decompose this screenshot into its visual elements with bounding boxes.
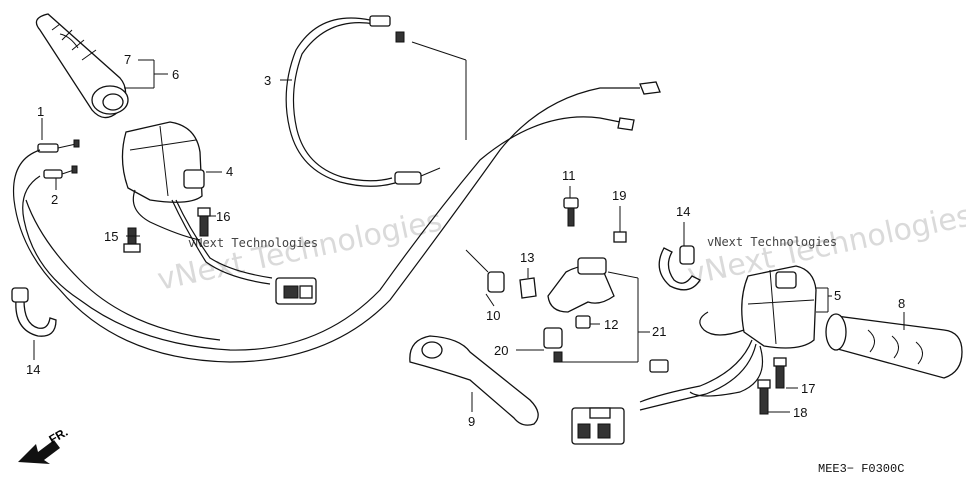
callout-12: 12	[604, 317, 618, 332]
callout-8: 8	[898, 296, 905, 311]
callout-6: 6	[172, 67, 179, 82]
callout-13: 13	[520, 250, 534, 265]
callout-16: 16	[216, 209, 230, 224]
callout-21: 21	[652, 324, 666, 339]
left-connector	[275, 277, 317, 305]
cable-adjuster-1	[37, 139, 80, 153]
callout-20: 20	[494, 343, 508, 358]
callout-14-left: 14	[26, 362, 40, 377]
callout-11: 11	[562, 168, 576, 183]
callout-9: 9	[468, 414, 475, 429]
bolt-17	[773, 357, 787, 389]
cable-clamp-left	[11, 287, 57, 337]
callout-17: 17	[801, 381, 815, 396]
callout-15: 15	[104, 229, 118, 244]
clutch-lever	[409, 335, 539, 426]
left-grip	[35, 13, 129, 119]
reference-code: MEE3− F0300C	[818, 462, 904, 476]
callout-5: 5	[834, 288, 841, 303]
bolt-15	[123, 227, 141, 253]
cable-clamp-right	[658, 245, 701, 291]
callout-7: 7	[124, 52, 131, 67]
cable-adjuster-2	[43, 165, 78, 179]
callout-1: 1	[37, 104, 44, 119]
front-direction-arrow: FR.	[18, 425, 70, 464]
callout-14-right: 14	[676, 204, 690, 219]
callouts: 7 6 1 2 3 4 14 15 16 11 19 13 10 12 21 2…	[26, 52, 905, 429]
callout-3: 3	[264, 73, 271, 88]
leader-lines	[33, 41, 905, 413]
right-grip	[825, 313, 963, 379]
callout-2: 2	[51, 192, 58, 207]
callout-18: 18	[793, 405, 807, 420]
watermark-right-small: vNext Technologies	[707, 235, 837, 249]
callout-4: 4	[226, 164, 233, 179]
watermark-left-small: vNext Technologies	[188, 236, 318, 250]
arrow-icon	[18, 440, 60, 464]
bolt-16	[197, 207, 211, 237]
left-switch-housing	[121, 121, 273, 285]
right-connector	[571, 407, 625, 445]
clutch-cable	[285, 15, 441, 187]
bolt-18	[757, 379, 771, 415]
right-switch-housing	[639, 265, 817, 411]
callout-10: 10	[486, 308, 500, 323]
lever-bracket	[487, 197, 627, 363]
callout-19: 19	[612, 188, 626, 203]
throttle-cables	[12, 81, 661, 363]
